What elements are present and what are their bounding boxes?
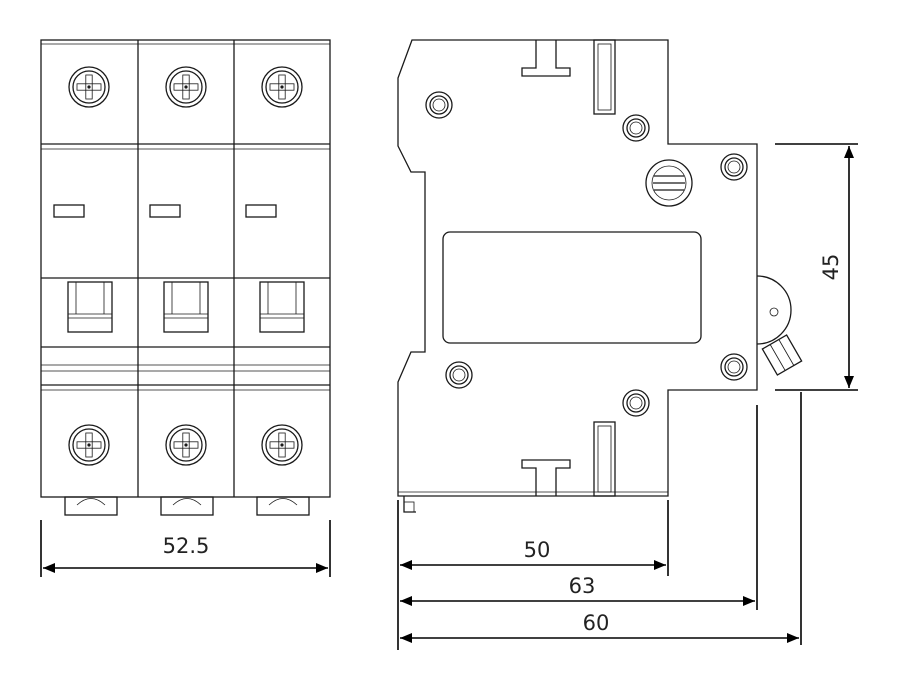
- top-slot: [521, 40, 571, 77]
- dimension-label-handle-depth: 63: [569, 574, 596, 598]
- bottom-rail: [593, 421, 616, 497]
- dimension-label-front-height: 45: [819, 254, 843, 281]
- status-window: [53, 204, 85, 218]
- rivet-icon: [622, 389, 650, 417]
- din-clip: [160, 496, 214, 516]
- terminal-screw-icon: [165, 424, 207, 466]
- terminal-screw-icon: [261, 424, 303, 466]
- terminal-screw-icon: [261, 66, 303, 108]
- rivet-icon: [720, 353, 748, 381]
- toggle-handle: [163, 281, 209, 333]
- dimension-front-height: 45: [775, 143, 858, 391]
- vent-screw-icon: [645, 159, 693, 207]
- terminal-screw-icon: [68, 424, 110, 466]
- dimension-label-front-width: 52.5: [163, 534, 210, 558]
- front-view: 52.5: [40, 39, 331, 577]
- dimension-label-total-depth: 60: [583, 611, 610, 635]
- rivet-icon: [445, 361, 473, 389]
- bottom-slot: [521, 459, 571, 496]
- status-window: [245, 204, 277, 218]
- status-window: [149, 204, 181, 218]
- din-clip: [256, 496, 310, 516]
- toggle-handle: [259, 281, 305, 333]
- side-toggle-handle: [756, 275, 803, 376]
- dimension-label-body-depth: 50: [524, 538, 551, 562]
- rivet-icon: [720, 153, 748, 181]
- side-view: 45 50 63 60: [397, 39, 858, 650]
- side-outline: [397, 39, 758, 497]
- toggle-handle: [67, 281, 113, 333]
- terminal-screw-icon: [165, 66, 207, 108]
- label-panel: [442, 231, 702, 344]
- top-rail: [593, 39, 616, 115]
- terminal-screw-icon: [68, 66, 110, 108]
- rivet-icon: [425, 91, 453, 119]
- dimension-front-width: 52.5: [40, 520, 331, 577]
- din-clip: [64, 496, 118, 516]
- dimension-side-depth: 50 63 60: [397, 392, 802, 650]
- rivet-icon: [622, 114, 650, 142]
